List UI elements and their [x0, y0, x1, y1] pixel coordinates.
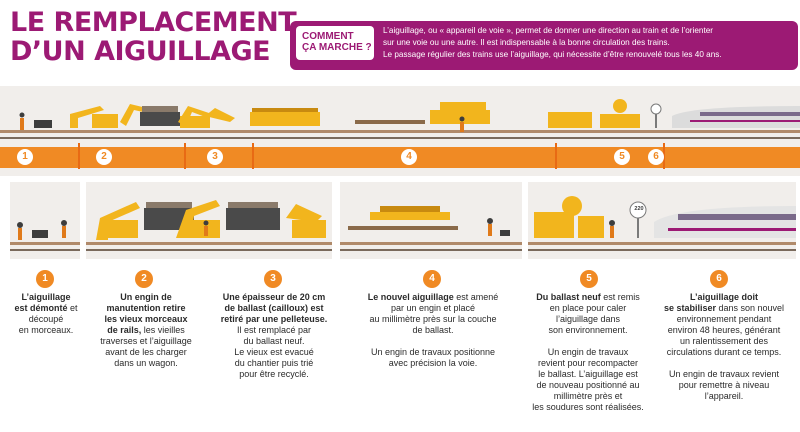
step-6-number: 6: [710, 270, 728, 288]
step-4-illustration: [348, 206, 510, 236]
step-5-6-illustration: [534, 196, 796, 238]
how-it-works-text: L’aiguillage, ou « appareil de voie », p…: [383, 26, 722, 59]
timeline-number-2: 2: [96, 149, 112, 165]
timeline-number-6: 6: [648, 149, 664, 165]
how-it-works-box: [290, 21, 798, 70]
step-4-number: 4: [423, 270, 441, 288]
timeline-number-4: 4: [401, 149, 417, 165]
timeline-tick: [184, 143, 186, 169]
step-1-number: 1: [36, 270, 54, 288]
step-4-text: Le nouvel aiguillage est amené par un en…: [367, 292, 499, 368]
step-1-text: L’aiguillage est démonté et découpé en m…: [14, 292, 78, 335]
step-5-6-panel: [528, 182, 796, 259]
step-3-number: 3: [264, 270, 282, 288]
step-5-text: Du ballast neuf est remis en place pour …: [532, 292, 644, 412]
speed-sign-value: 220: [634, 206, 644, 212]
step-6-text: L’aiguillage doit se stabiliser dans son…: [663, 292, 785, 401]
timeline-bar: [0, 147, 800, 168]
step-2-number: 2: [135, 270, 153, 288]
overview-rail: [0, 130, 800, 133]
title-line-1: LE REMPLACEMENT: [10, 7, 297, 38]
step-1-panel: [10, 182, 80, 259]
title-line-2: D’UN AIGUILLAGE: [10, 36, 271, 67]
step-3-text: Une épaisseur de 20 cm de ballast (caill…: [220, 292, 328, 379]
timeline-tick: [555, 143, 557, 169]
how-it-works-label: COMMENT ÇA MARCHE ?: [296, 26, 374, 60]
step-2-text: Un engin de manutention retire les vieux…: [100, 292, 192, 368]
step-4-panel: [340, 182, 522, 259]
timeline-number-5: 5: [614, 149, 630, 165]
timeline-tick: [78, 143, 80, 169]
overview-rail-lower: [0, 137, 800, 139]
page-title: LE REMPLACEMENT D’UN AIGUILLAGE: [10, 7, 297, 67]
step-1-illustration: [17, 220, 67, 240]
overview-illustration: [19, 99, 800, 132]
timeline-tick: [252, 143, 254, 169]
timeline-number-1: 1: [17, 149, 33, 165]
step-5-number: 5: [580, 270, 598, 288]
timeline-tick: [663, 143, 665, 169]
timeline-number-3: 3: [207, 149, 223, 165]
step-2-3-panel: [86, 182, 332, 259]
step-2-3-illustration: [96, 200, 326, 240]
